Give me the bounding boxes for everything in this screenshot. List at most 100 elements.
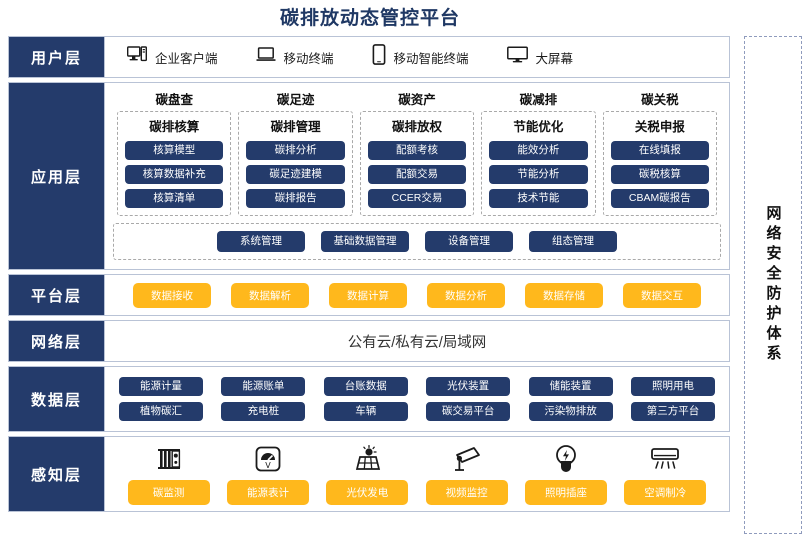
data-source-item[interactable]: 车辆 xyxy=(323,402,408,422)
app-group-subtitle: 碳排管理 xyxy=(270,120,321,134)
app-module-button[interactable]: 配额考核 xyxy=(367,141,467,161)
sensing-item-label: 空调制冷 xyxy=(624,480,707,505)
layer-user-label: 用户层 xyxy=(9,37,105,77)
sensing-item-carbon-monitor[interactable]: 碳监测 xyxy=(123,443,215,505)
app-group-box: 碳排管理 碳排分析 碳足迹建模 碳排报告 xyxy=(238,111,353,217)
app-module-button[interactable]: 核算清单 xyxy=(125,189,224,209)
app-group-box: 碳排核算 核算模型 核算数据补充 核算清单 xyxy=(117,111,232,217)
air-conditioner-icon xyxy=(649,443,681,475)
smartphone-icon xyxy=(372,44,386,70)
app-module-button[interactable]: 配额交易 xyxy=(367,165,467,185)
laptop-icon xyxy=(255,46,276,68)
sensing-item-lighting-socket[interactable]: 照明插座 xyxy=(520,443,612,505)
layer-data-label: 数据层 xyxy=(9,367,105,431)
application-group-list: 碳盘查 碳排核算 核算模型 核算数据补充 核算清单 碳足迹 碳排管理 碳排分析 xyxy=(113,89,721,217)
data-source-item[interactable]: 污染物排放 xyxy=(528,402,613,422)
app-module-button[interactable]: 碳足迹建模 xyxy=(246,165,345,185)
app-module-button[interactable]: 在线填报 xyxy=(610,141,710,161)
monitor-icon xyxy=(506,46,528,68)
light-bulb-icon xyxy=(553,443,579,475)
app-module-button[interactable]: 节能分析 xyxy=(489,165,588,185)
carbon-monitor-icon xyxy=(154,443,184,475)
user-item-smart-mobile-terminal[interactable]: 移动智能终端 xyxy=(372,44,469,70)
data-source-item[interactable]: 植物碳汇 xyxy=(119,402,203,422)
data-source-item[interactable]: 照明用电 xyxy=(630,376,715,396)
layer-application: 应用层 碳盘查 碳排核算 核算模型 核算数据补充 核算清单 碳足迹 xyxy=(8,82,730,270)
sensing-item-label: 视频监控 xyxy=(425,480,508,505)
data-source-item[interactable]: 碳交易平台 xyxy=(426,402,511,422)
layer-application-label: 应用层 xyxy=(9,83,105,269)
app-group-box: 关税申报 在线填报 碳税核算 CBAM碳报告 xyxy=(602,111,718,217)
sensing-item-video-surveillance[interactable]: 视频监控 xyxy=(421,443,513,505)
svg-text:V: V xyxy=(265,461,271,470)
common-module-button[interactable]: 设备管理 xyxy=(425,231,513,253)
page-title: 碳排放动态管控平台 xyxy=(279,8,460,29)
data-source-item[interactable]: 第三方平台 xyxy=(630,402,715,422)
app-group-title: 碳资产 xyxy=(398,93,436,107)
layer-platform-label: 平台层 xyxy=(9,275,105,315)
app-group-title: 碳足迹 xyxy=(276,93,315,107)
app-group-subtitle: 碳排放权 xyxy=(392,120,443,134)
platform-item[interactable]: 数据解析 xyxy=(231,282,309,308)
app-module-button[interactable]: 碳排报告 xyxy=(246,189,345,209)
user-item-mobile-terminal[interactable]: 移动终端 xyxy=(255,46,334,68)
platform-item[interactable]: 数据接收 xyxy=(133,282,211,308)
sensing-item-label: 碳监测 xyxy=(127,480,210,505)
app-group-carbon-footprint: 碳足迹 碳排管理 碳排分析 碳足迹建模 碳排报告 xyxy=(238,89,353,217)
sensing-item-air-conditioning[interactable]: 空调制冷 xyxy=(619,443,711,505)
layer-user: 用户层 xyxy=(8,36,730,78)
data-source-item[interactable]: 充电桩 xyxy=(221,402,306,422)
platform-item[interactable]: 数据交互 xyxy=(623,282,701,308)
network-security-band-label: 网络安全防护体系 xyxy=(764,205,782,365)
app-group-title: 碳减排 xyxy=(519,93,558,107)
solar-panel-icon xyxy=(352,443,382,475)
user-terminal-list: 企业客户端 移动终端 xyxy=(105,37,729,77)
data-source-item[interactable]: 能源计量 xyxy=(119,376,203,396)
app-module-button[interactable]: CCER交易 xyxy=(367,189,467,209)
app-module-button[interactable]: 能效分析 xyxy=(489,141,588,161)
data-source-item[interactable]: 储能装置 xyxy=(528,376,613,396)
data-source-item[interactable]: 能源账单 xyxy=(221,376,306,396)
user-item-label: 移动终端 xyxy=(283,51,334,66)
layer-sensing-label: 感知层 xyxy=(9,437,105,511)
layer-data: 数据层 能源计量 能源账单 台账数据 光伏装置 储能装置 照明用电 植物碳汇 充… xyxy=(8,366,730,432)
app-module-button[interactable]: 技术节能 xyxy=(489,189,588,209)
network-layer-text: 公有云/私有云/局域网 xyxy=(347,334,487,351)
app-group-title: 碳关税 xyxy=(641,93,679,107)
common-module-button[interactable]: 系统管理 xyxy=(217,231,305,253)
application-common-module-box: 系统管理 基础数据管理 设备管理 组态管理 xyxy=(113,223,721,261)
data-source-row: 能源计量 能源账单 台账数据 光伏装置 储能装置 照明用电 xyxy=(119,376,715,396)
layer-stack: 用户层 xyxy=(8,36,730,534)
app-group-carbon-reduction: 碳减排 节能优化 能效分析 节能分析 技术节能 xyxy=(481,89,596,217)
app-module-button[interactable]: 碳排分析 xyxy=(246,141,345,161)
user-item-enterprise-client[interactable]: 企业客户端 xyxy=(126,46,218,68)
network-security-band: 网络安全防护体系 xyxy=(744,36,802,534)
cctv-camera-icon xyxy=(451,443,483,475)
app-module-button[interactable]: CBAM碳报告 xyxy=(610,189,710,209)
layer-network: 网络层 公有云/私有云/局域网 xyxy=(8,320,730,362)
common-module-button[interactable]: 基础数据管理 xyxy=(321,231,409,253)
layer-sensing: 感知层 xyxy=(8,436,730,512)
desktop-tower-icon xyxy=(126,46,148,68)
sensing-item-label: 能源表计 xyxy=(226,480,309,505)
layer-platform: 平台层 数据接收 数据解析 数据计算 数据分析 数据存储 数据交互 xyxy=(8,274,730,316)
app-group-subtitle: 关税申报 xyxy=(634,120,685,134)
data-source-item[interactable]: 台账数据 xyxy=(323,376,408,396)
app-module-button[interactable]: 碳税核算 xyxy=(610,165,710,185)
data-source-item[interactable]: 光伏装置 xyxy=(426,376,511,396)
user-item-large-screen[interactable]: 大屏幕 xyxy=(506,46,573,68)
sensing-item-energy-meter[interactable]: V 能源表计 xyxy=(222,443,314,505)
sensing-item-solar-power[interactable]: 光伏发电 xyxy=(321,443,413,505)
sensing-item-label: 照明插座 xyxy=(524,480,607,505)
common-module-button[interactable]: 组态管理 xyxy=(529,231,617,253)
app-module-button[interactable]: 核算数据补充 xyxy=(125,165,224,185)
platform-item[interactable]: 数据分析 xyxy=(427,282,505,308)
platform-item[interactable]: 数据存储 xyxy=(525,282,603,308)
sensing-item-label: 光伏发电 xyxy=(326,480,409,505)
platform-item[interactable]: 数据计算 xyxy=(329,282,407,308)
app-group-carbon-inventory: 碳盘查 碳排核算 核算模型 核算数据补充 核算清单 xyxy=(117,89,232,217)
energy-meter-icon: V xyxy=(253,443,283,475)
app-group-subtitle: 节能优化 xyxy=(513,120,564,134)
app-module-button[interactable]: 核算模型 xyxy=(125,141,224,161)
